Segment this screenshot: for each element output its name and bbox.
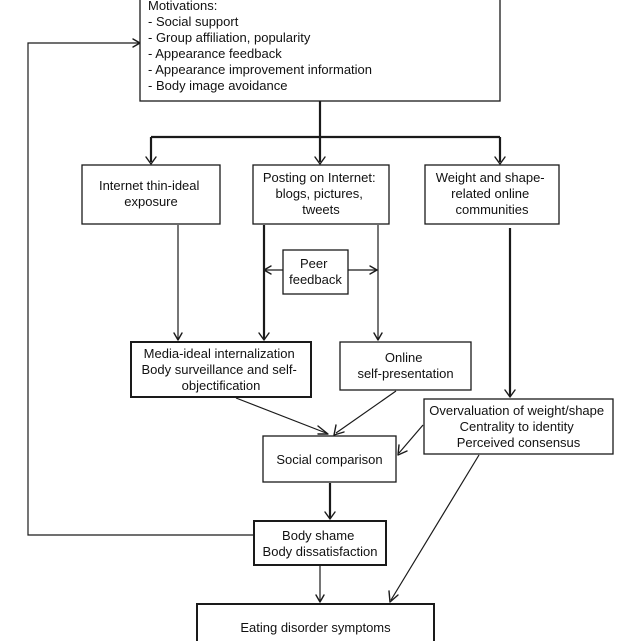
node-motivations-line-2: - Social support — [148, 14, 239, 29]
edge-internalization-to-comparison — [235, 397, 327, 434]
edge-self-presentation-to-comparison — [335, 390, 397, 434]
node-overvaluation-text: Overvaluation of weight/shape Centrality… — [429, 403, 608, 450]
node-online-communities: Weight and shape- related online communi… — [424, 164, 560, 225]
arrowhead-thin-ideal-internalization — [173, 332, 183, 341]
node-media-ideal-internalization: Media-ideal internalization Body surveil… — [130, 341, 312, 398]
arrowhead-comparison-body-shame — [324, 511, 336, 520]
node-communities-box — [424, 164, 560, 225]
node-overvaluation-line-1: Overvaluation of weight/shape — [429, 403, 604, 418]
node-peer-feedback-line-2: feedback — [289, 272, 342, 287]
node-overvaluation-box — [423, 398, 614, 455]
nodes: Motivations: - Social support - Group af… — [81, 0, 614, 641]
node-motivations-text: Motivations: - Social support - Group af… — [148, 0, 376, 93]
node-communities-line-1: Weight and shape- — [436, 170, 545, 185]
edge-feedback-loop — [27, 42, 254, 536]
node-peer-feedback-text: Peer feedback — [289, 256, 342, 287]
arrowhead-communities-overvaluation — [504, 389, 516, 398]
node-body-shame: Body shame Body dissatisfaction — [253, 520, 387, 566]
node-overvaluation-line-2: Centrality to identity — [460, 419, 575, 434]
node-self-presentation-line-1: Online — [385, 350, 423, 365]
arrowhead-self-presentation-comparison — [333, 424, 345, 436]
node-self-presentation-line-2: self-presentation — [357, 366, 453, 381]
arrowhead-internalization-comparison — [317, 425, 329, 435]
node-motivations-line-3: - Group affiliation, popularity — [148, 30, 311, 45]
node-eating-disorder-text: Eating disorder symptoms — [240, 620, 391, 635]
node-internalization-box — [130, 341, 312, 398]
node-internalization-line-1: Media-ideal internalization — [144, 346, 295, 361]
node-body-shame-line-1: Body shame — [282, 528, 354, 543]
edges — [27, 38, 516, 603]
node-peer-feedback-line-1: Peer — [300, 256, 328, 271]
arrowhead-peer-feedback-left — [263, 265, 272, 275]
arrowhead-communities — [494, 156, 506, 165]
node-eating-disorder-line-1: Eating disorder symptoms — [240, 620, 391, 635]
node-motivations-line-1: Motivations: — [148, 0, 217, 13]
node-overvaluation-line-3: Perceived consensus — [457, 435, 581, 450]
node-social-comparison-text: Social comparison — [276, 452, 382, 467]
node-overvaluation: Overvaluation of weight/shape Centrality… — [423, 398, 614, 455]
node-motivations-line-6: - Body image avoidance — [148, 78, 287, 93]
node-eating-disorder-box — [196, 603, 435, 641]
arrowhead-posting-internalization — [258, 332, 270, 341]
edge-overvaluation-to-eating-disorder — [390, 454, 480, 601]
node-internalization-text: Media-ideal internalization Body surveil… — [142, 346, 301, 393]
node-peer-feedback: Peer feedback — [282, 249, 349, 295]
arrowhead-body-shame-eating-disorder — [315, 594, 325, 603]
node-social-comparison-box — [262, 435, 397, 483]
node-body-shame-box — [253, 520, 387, 566]
node-communities-line-3: communities — [456, 202, 529, 217]
node-communities-text: Weight and shape- related online communi… — [436, 170, 549, 217]
node-thin-ideal-line-1: Internet thin-ideal — [99, 178, 200, 193]
node-thin-ideal-box — [81, 164, 221, 225]
node-self-presentation-box — [339, 341, 472, 391]
node-peer-feedback-box — [282, 249, 349, 295]
node-thin-ideal-exposure: Internet thin-ideal exposure — [81, 164, 221, 225]
node-internalization-line-3: objectification — [182, 378, 261, 393]
edge-overvaluation-to-comparison — [398, 424, 424, 454]
node-body-shame-text: Body shame Body dissatisfaction — [263, 528, 378, 559]
node-posting-text: Posting on Internet: blogs, pictures, tw… — [263, 170, 379, 217]
arrowhead-thin-ideal — [145, 156, 157, 165]
node-posting-line-3: tweets — [302, 202, 340, 217]
node-eating-disorder-symptoms: Eating disorder symptoms — [196, 603, 435, 641]
node-thin-ideal-text: Internet thin-ideal exposure — [99, 178, 203, 209]
node-thin-ideal-line-2: exposure — [124, 194, 177, 209]
node-motivations-box — [139, 0, 501, 102]
node-internalization-line-2: Body surveillance and self- — [142, 362, 297, 377]
node-social-comparison-line-1: Social comparison — [276, 452, 382, 467]
node-communities-line-2: related online — [451, 186, 529, 201]
node-motivations-line-4: - Appearance feedback — [148, 46, 282, 61]
node-self-presentation-text: Online self-presentation — [357, 350, 453, 381]
node-motivations: Motivations: - Social support - Group af… — [139, 0, 501, 102]
arrowhead-posting-self-presentation — [373, 332, 383, 341]
node-online-self-presentation: Online self-presentation — [339, 341, 472, 391]
node-posting-line-1: Posting on Internet: — [263, 170, 376, 185]
node-motivations-line-5: - Appearance improvement information — [148, 62, 372, 77]
arrowhead-posting — [314, 156, 326, 165]
node-posting-on-internet: Posting on Internet: blogs, pictures, tw… — [252, 164, 390, 225]
node-posting-box — [252, 164, 390, 225]
arrowhead-overvaluation-eating-disorder — [388, 590, 399, 603]
node-body-shame-line-2: Body dissatisfaction — [263, 544, 378, 559]
arrowhead-overvaluation-comparison — [397, 444, 408, 456]
node-social-comparison: Social comparison — [262, 435, 397, 483]
arrowhead-peer-feedback-right — [369, 265, 378, 275]
node-posting-line-2: blogs, pictures, — [275, 186, 362, 201]
